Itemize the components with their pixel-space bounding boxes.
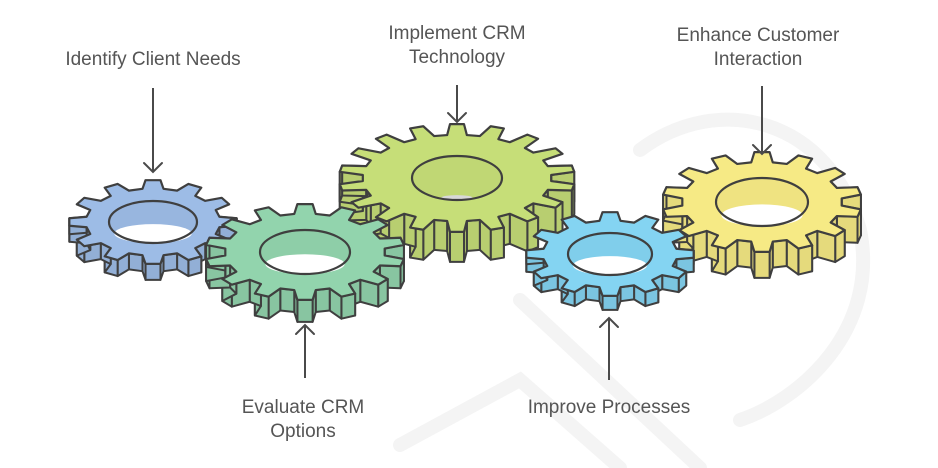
label-line: Interaction [713,49,803,70]
arrow-enhance [752,86,772,156]
gear-side-face [736,239,753,269]
arrow-implement [447,85,467,124]
arrow-head [447,112,467,124]
arrow-head [599,316,619,328]
gear-side-face [753,250,771,279]
arrow-head [143,162,163,174]
gear-hole-opening [114,224,192,243]
gear-side-face [127,252,144,273]
gear-improve [525,211,695,311]
gear-hole-rim [566,231,654,277]
label-implement: Implement CRM Technology [388,22,525,70]
label-improve: Improve Processes [528,396,691,420]
gear-side-face [449,230,465,263]
gear-hole-rim [258,228,352,276]
gear-side-face [144,262,162,281]
arrow-improve [599,316,619,380]
arrow-identify [143,88,163,174]
arrow-head [295,323,315,335]
arrow-head [752,144,772,156]
gear-side-face [797,244,814,276]
gear-side-face [465,218,481,252]
gear-side-face [162,252,179,273]
gear-side-face [314,287,331,314]
label-line: Evaluate CRM [241,397,365,418]
gear-side-face [601,294,619,311]
gear-identify [68,179,238,281]
label-line: Implement CRM [388,23,526,44]
gear-hole-wall [412,156,502,200]
label-line: Improve Processes [527,397,691,418]
gear-side-face [296,298,314,323]
gear-evaluate [204,203,406,323]
gear-hole-rim [714,176,810,228]
gear-side-face [279,287,296,314]
label-line: Options [270,421,336,442]
gear-hole-rim [107,199,199,245]
label-evaluate: Evaluate CRM Options [242,396,365,444]
gear-hole-opening [573,256,647,275]
gear-side-face [433,218,449,252]
label-identify: Identify Client Needs [65,48,240,72]
arrow-evaluate [295,323,315,378]
gear-side-face [489,226,505,261]
gear-hole-rim [410,154,504,202]
gear-hole-opening [721,204,803,226]
gear-hole-opening [265,254,345,274]
label-line: Enhance Customer [676,25,840,46]
label-line: Technology [408,47,506,68]
gear-implement [338,122,576,263]
gear-side-face [771,239,788,269]
label-line: Identify Client Needs [65,49,241,70]
gear-enhance [661,151,863,279]
